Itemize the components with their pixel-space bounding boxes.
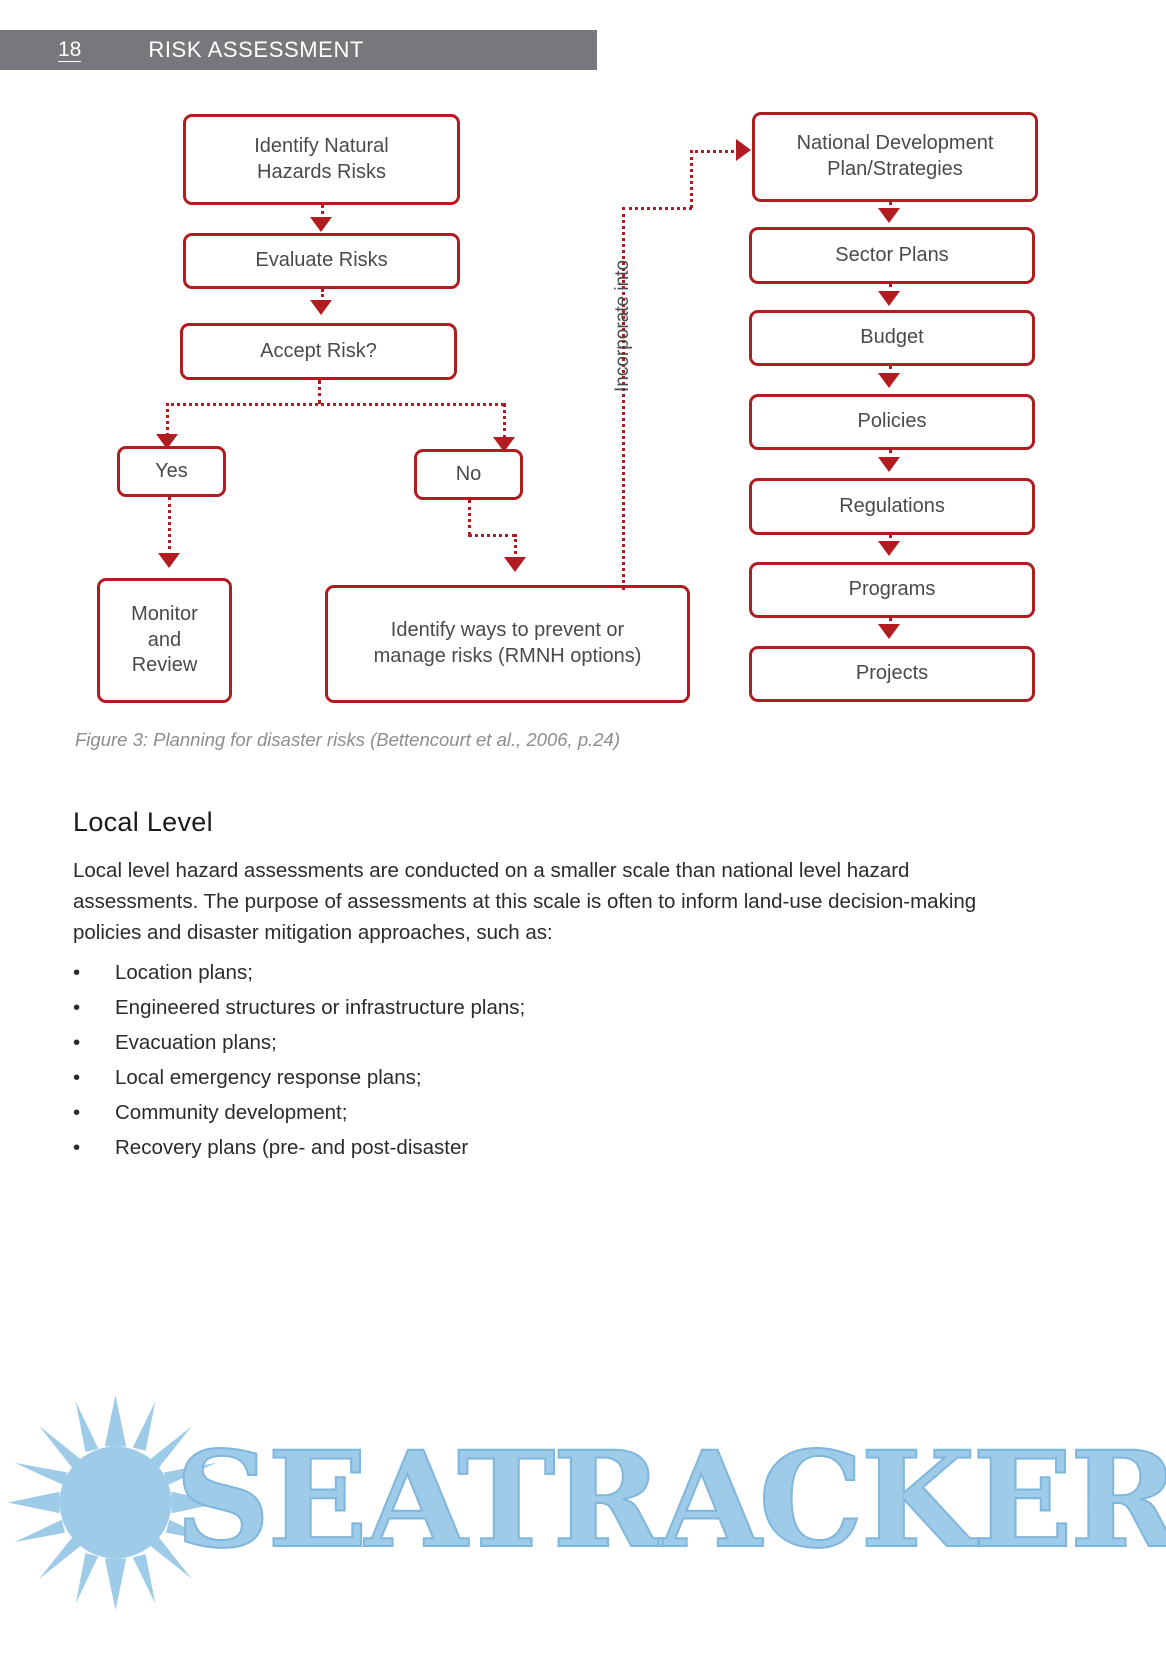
node-label: No	[455, 462, 482, 485]
node-label: Evaluate Risks	[255, 249, 388, 272]
connector-h-incorporate-2	[690, 150, 740, 153]
list-item: • Community development;	[73, 1102, 973, 1125]
page-number: 18	[58, 37, 82, 62]
list-item-label: Engineered structures or infrastructure …	[115, 996, 526, 1020]
node-line-1: Identify Natural	[254, 134, 389, 157]
connector-v-r1	[889, 202, 892, 213]
node-no: No	[414, 449, 523, 500]
arrow-down-r1	[878, 208, 900, 223]
node-identify-natural-hazards-risks: Identify Natural Hazards Risks	[183, 114, 460, 205]
section-heading: Local Level	[73, 807, 213, 837]
list-item: • Recovery plans (pre- and post-disaster	[73, 1137, 973, 1160]
node-monitor-and-review: Monitor and Review	[97, 578, 232, 703]
node-line-1: Monitor	[131, 603, 198, 626]
node-label: Policies	[857, 410, 927, 433]
connector-v-r2	[889, 284, 892, 294]
list-item-label: Location plans;	[115, 961, 253, 984]
connector-v-r5	[889, 535, 892, 545]
node-line-1: National Development	[796, 132, 994, 155]
node-line-2: manage risks (RMNH options)	[373, 645, 642, 667]
arrow-down-r5	[878, 541, 900, 556]
list-item: • Location plans;	[73, 961, 973, 985]
arrow-down-r2	[878, 291, 900, 306]
section-paragraph: Local level hazard assessments are condu…	[73, 859, 977, 945]
connector-v-no-out-2	[514, 534, 517, 560]
sun-starburst-icon	[8, 1395, 223, 1610]
list-item-label: Recovery plans (pre- and post-disaster	[115, 1136, 469, 1160]
bullet-list: • Location plans; • Engineered structure…	[73, 961, 973, 1172]
connector-v-1	[321, 205, 324, 220]
connector-v-incorporate	[622, 207, 625, 590]
connector-h-split	[166, 403, 504, 406]
connector-v-yes	[166, 403, 169, 436]
node-line-3: Review	[131, 654, 198, 677]
connector-v-incorporate-2	[690, 150, 693, 208]
node-yes: Yes	[117, 446, 226, 497]
node-regulations: Regulations	[749, 478, 1035, 535]
bullet-marker-icon: •	[73, 1066, 81, 1090]
bullet-marker-icon: •	[73, 961, 81, 984]
node-line-1: Identify ways to prevent or	[390, 619, 625, 642]
watermark: SEATRACKER.RU	[0, 1385, 1166, 1654]
connector-label-incorporate-into: Incorporate into	[612, 259, 633, 392]
connector-h-incorporate	[622, 207, 692, 210]
bullet-marker-icon: •	[73, 1136, 81, 1160]
bullet-marker-icon: •	[73, 1031, 81, 1055]
watermark-text: SEATRACKER.RU	[174, 1422, 1166, 1579]
node-accept-risk: Accept Risk?	[180, 323, 457, 380]
node-label: Programs	[848, 578, 936, 601]
arrow-right-incorporate	[736, 139, 751, 161]
arrow-down-1	[310, 217, 332, 232]
node-budget: Budget	[749, 310, 1035, 366]
arrow-down-r3	[878, 373, 900, 388]
connector-v-r3	[889, 366, 892, 376]
arrow-down-monitor	[158, 553, 180, 568]
connector-h-no-out	[468, 534, 516, 537]
list-item-label: Community development;	[115, 1101, 348, 1125]
connector-v-no-out	[468, 500, 471, 535]
node-identify-ways: Identify ways to prevent or manage risks…	[325, 585, 690, 703]
node-label: Projects	[855, 662, 929, 685]
node-label: Sector Plans	[835, 243, 949, 266]
node-label: Yes	[155, 459, 188, 482]
node-label: Regulations	[839, 494, 945, 517]
arrow-down-r6	[878, 624, 900, 639]
arrow-down-yes	[156, 434, 178, 449]
flowchart-figure: Identify Natural Hazards Risks Evaluate …	[0, 0, 1166, 790]
connector-v-split	[318, 380, 321, 404]
connector-v-2	[321, 289, 324, 303]
connector-v-yes-out	[168, 497, 171, 556]
node-line-2: and	[147, 628, 182, 651]
node-policies: Policies	[749, 394, 1035, 450]
node-projects: Projects	[749, 646, 1035, 702]
connector-v-r6	[889, 618, 892, 628]
node-label: Budget	[860, 326, 924, 349]
node-line-2: Plan/Strategies	[827, 158, 963, 180]
node-line-2: Hazards Risks	[257, 160, 386, 183]
connector-v-r4	[889, 450, 892, 460]
figure-caption: Figure 3: Planning for disaster risks (B…	[75, 729, 621, 750]
page-title: RISK ASSESSMENT	[148, 37, 364, 62]
node-label: Accept Risk?	[260, 339, 377, 362]
bullet-marker-icon: •	[73, 1101, 81, 1125]
list-item: • Engineered structures or infrastructur…	[73, 996, 973, 1020]
bullet-marker-icon: •	[73, 996, 81, 1020]
page-header-bar: 18 RISK ASSESSMENT	[0, 30, 597, 70]
list-item: • Local emergency response plans;	[73, 1067, 973, 1090]
node-national-development-plan: National Development Plan/Strategies	[752, 112, 1038, 202]
list-item: • Evacuation plans;	[73, 1032, 973, 1055]
node-evaluate-risks: Evaluate Risks	[183, 233, 460, 289]
list-item-label: Local emergency response plans;	[115, 1066, 422, 1090]
arrow-down-no	[493, 437, 515, 452]
node-programs: Programs	[749, 562, 1035, 618]
list-item-label: Evacuation plans;	[115, 1031, 277, 1055]
arrow-down-2	[310, 300, 332, 315]
connector-v-no	[503, 403, 506, 439]
arrow-down-identify-ways	[504, 557, 526, 572]
arrow-down-r4	[878, 457, 900, 472]
node-sector-plans: Sector Plans	[749, 227, 1035, 284]
